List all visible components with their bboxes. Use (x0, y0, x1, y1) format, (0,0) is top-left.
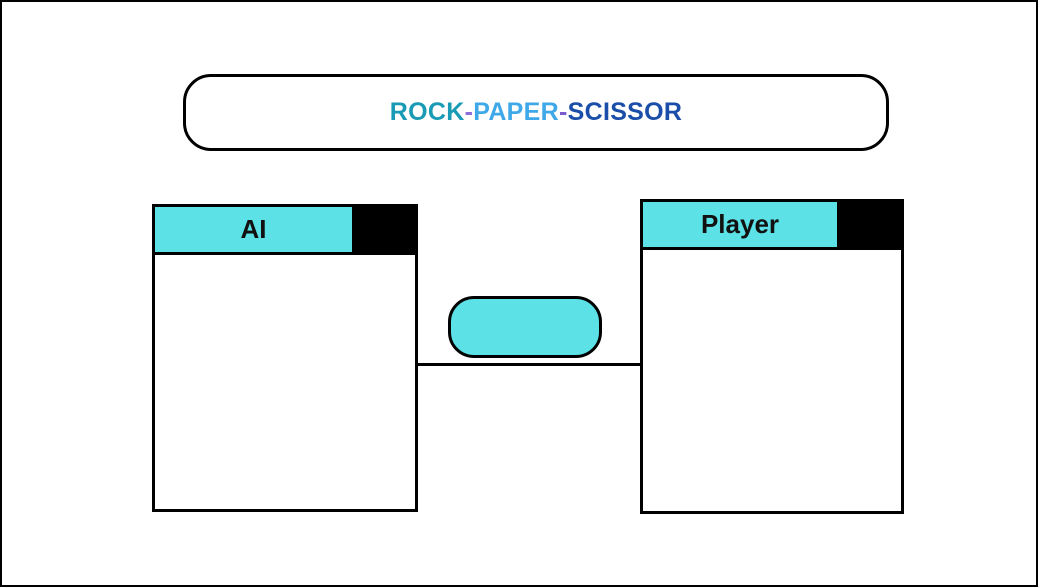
ai-panel: AI (152, 204, 418, 512)
player-panel: Player (640, 199, 904, 514)
play-button[interactable] (448, 296, 602, 358)
title-scissor: SCISSOR (567, 98, 683, 126)
connector-line (415, 363, 640, 366)
title-paper: PAPER (473, 98, 559, 126)
title-dash-2: - (558, 98, 568, 126)
title-dash-1: - (464, 98, 474, 126)
ai-panel-header: AI (155, 207, 415, 255)
title-rock: ROCK (389, 98, 465, 126)
player-panel-corner-block (840, 202, 901, 247)
ai-panel-corner-block (355, 207, 415, 252)
ai-panel-label: AI (155, 207, 355, 252)
game-title-bar: ROCK-PAPER-SCISSOR (183, 74, 889, 151)
player-panel-label: Player (643, 202, 840, 247)
player-panel-header: Player (643, 202, 901, 250)
